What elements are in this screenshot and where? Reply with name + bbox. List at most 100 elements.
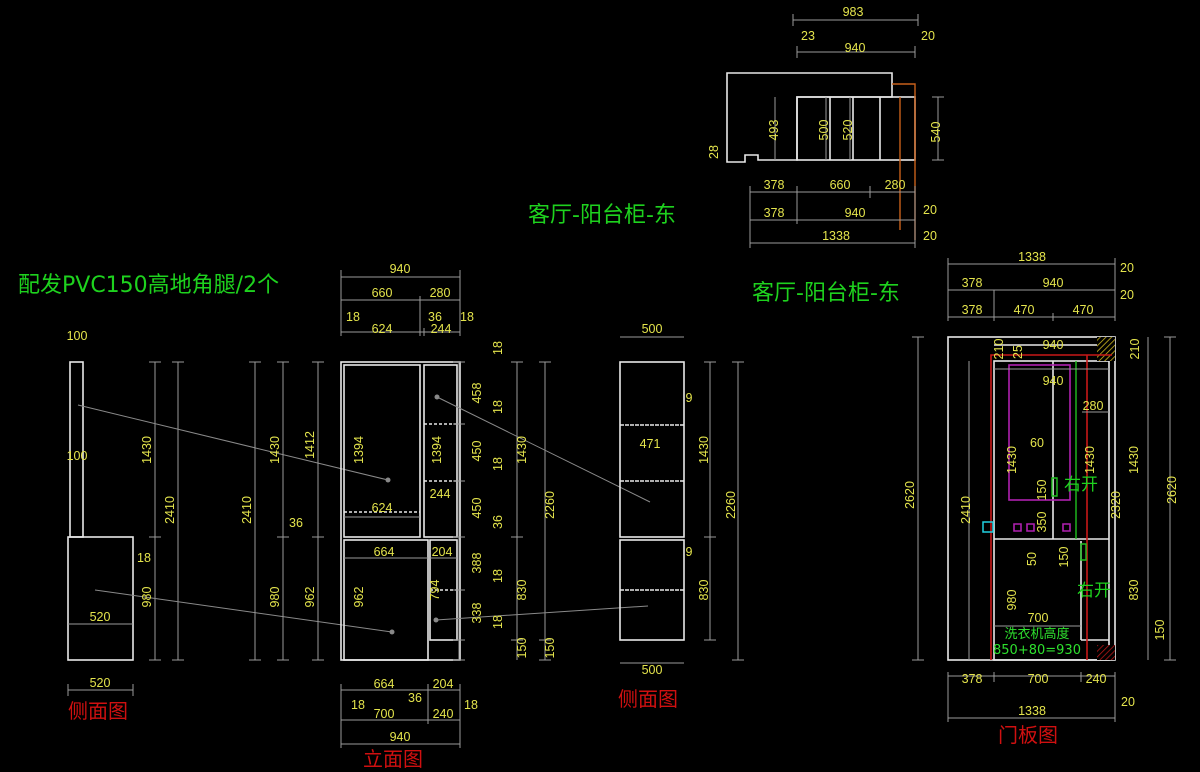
washer-height-calc: 850+80=930 <box>993 643 1081 658</box>
right-side-view: 500 9 471 1430 2260 9 830 500 <box>619 322 744 677</box>
dim-18: 18 <box>491 457 505 471</box>
dim-210: 210 <box>992 339 1006 360</box>
elevation-label: 立面图 <box>363 747 423 771</box>
dim-980: 980 <box>268 587 282 608</box>
dim-204: 204 <box>432 545 453 559</box>
hinge-marks <box>1051 361 1087 561</box>
dim-280: 280 <box>1083 399 1104 413</box>
front-elevation <box>249 270 651 748</box>
dim-18: 18 <box>491 615 505 629</box>
dim-700: 700 <box>1028 672 1049 686</box>
dim-350: 350 <box>1035 512 1049 533</box>
dim-962: 962 <box>352 587 366 608</box>
front-dims: 940 660 280 18 624 36 244 18 1430 2410 1… <box>240 262 557 744</box>
dim-983: 983 <box>843 5 864 19</box>
dim-940: 940 <box>845 41 866 55</box>
dim-18: 18 <box>460 310 474 324</box>
dim-1338: 1338 <box>822 229 850 243</box>
dim-500: 500 <box>817 120 831 141</box>
dim-450: 450 <box>470 441 484 462</box>
wall-line <box>892 83 916 240</box>
dim-450: 450 <box>470 498 484 519</box>
dim-1430: 1430 <box>515 436 529 464</box>
dim-378: 378 <box>962 276 983 290</box>
dim-980: 980 <box>1005 590 1019 611</box>
open-right-label: 右开 <box>1064 475 1098 495</box>
dim-830: 830 <box>515 580 529 601</box>
dim-624: 624 <box>372 501 393 515</box>
dim-1338: 1338 <box>1018 250 1046 264</box>
dim-18: 18 <box>491 341 505 355</box>
dim-1430: 1430 <box>1083 446 1097 474</box>
dim-830: 830 <box>697 580 711 601</box>
dim-9: 9 <box>686 545 693 559</box>
dim-9: 9 <box>686 391 693 405</box>
dim-520: 520 <box>841 120 855 141</box>
dim-210: 210 <box>1128 339 1142 360</box>
dim-980: 980 <box>140 587 154 608</box>
dim-962: 962 <box>303 587 317 608</box>
dim-36: 36 <box>408 691 422 705</box>
dim-2410: 2410 <box>163 496 177 524</box>
dim-150: 150 <box>543 638 557 659</box>
dim-244: 244 <box>431 322 452 336</box>
dim-940: 940 <box>1043 276 1064 290</box>
dim-244: 244 <box>430 487 451 501</box>
dim-36: 36 <box>428 310 442 324</box>
dim-1430: 1430 <box>1005 446 1019 474</box>
open-right-label: 右开 <box>1077 581 1111 601</box>
side-view-label-left: 侧面图 <box>68 699 128 723</box>
dim-794: 794 <box>428 580 442 601</box>
outlet-marker <box>982 521 994 533</box>
dim-25: 25 <box>1011 345 1025 359</box>
dim-2410: 2410 <box>959 496 973 524</box>
dim-20: 20 <box>1120 261 1134 275</box>
left-side-view: 100 100 1430 2410 18 980 520 520 <box>67 329 393 696</box>
dim-540: 540 <box>929 122 943 143</box>
dim-700: 700 <box>1028 611 1049 625</box>
dim-60: 60 <box>1030 436 1044 450</box>
dim-20: 20 <box>921 29 935 43</box>
plan-title: 客厅-阳台柜-东 <box>528 203 676 228</box>
dim-1394: 1394 <box>430 436 444 464</box>
dim-18: 18 <box>491 400 505 414</box>
dim-1430: 1430 <box>1127 446 1141 474</box>
dim-378: 378 <box>962 303 983 317</box>
dim-50: 50 <box>1025 552 1039 566</box>
dim-378: 378 <box>764 178 785 192</box>
dim-470: 470 <box>1073 303 1094 317</box>
dim-500: 500 <box>642 322 663 336</box>
dim-23: 23 <box>801 29 815 43</box>
door-title: 客厅-阳台柜-东 <box>752 281 900 306</box>
dim-240: 240 <box>1086 672 1107 686</box>
dim-378: 378 <box>764 206 785 220</box>
dim-830: 830 <box>1127 580 1141 601</box>
dim-18: 18 <box>464 698 478 712</box>
dim-1430: 1430 <box>697 436 711 464</box>
side-view-label-right: 侧面图 <box>618 687 678 711</box>
dim-18: 18 <box>351 698 365 712</box>
dim-2620: 2620 <box>903 481 917 509</box>
dim-1338: 1338 <box>1018 704 1046 718</box>
dim-20: 20 <box>1120 288 1134 302</box>
dim-458: 458 <box>470 383 484 404</box>
dim-36: 36 <box>289 516 303 530</box>
dim-18: 18 <box>137 551 151 565</box>
dim-2260: 2260 <box>724 491 738 519</box>
door-panel-view: 1338 20 378 940 20 378 470 470 210 25 94… <box>903 250 1179 722</box>
dim-378: 378 <box>962 672 983 686</box>
dim-150: 150 <box>515 638 529 659</box>
note-pvc-legs: 配发PVC150高地角腿/2个 <box>18 273 279 298</box>
dim-660: 660 <box>372 286 393 300</box>
dim-204: 204 <box>433 677 454 691</box>
dim-338: 338 <box>470 603 484 624</box>
window-opening <box>1008 364 1071 501</box>
dim-2320: 2320 <box>1109 491 1123 519</box>
dim-20: 20 <box>1121 695 1135 709</box>
dim-1394: 1394 <box>352 436 366 464</box>
dim-940: 940 <box>1043 338 1064 352</box>
dim-100: 100 <box>67 449 88 463</box>
dim-624: 624 <box>372 322 393 336</box>
dim-664: 664 <box>374 677 395 691</box>
